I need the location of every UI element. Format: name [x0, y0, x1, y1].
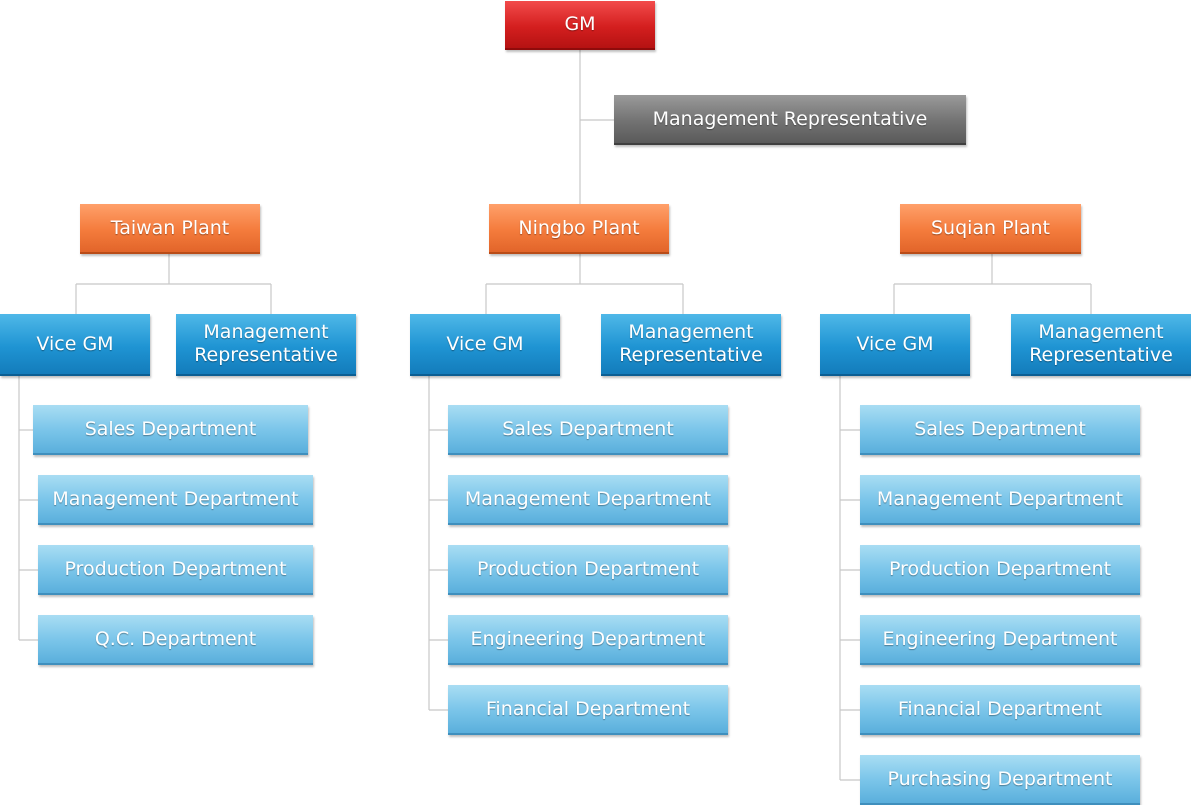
ningbo-plant-management-representative-box-label: Management Representative [619, 321, 763, 366]
suqian-plant-vice-gm-box: Vice GM [820, 314, 970, 376]
taiwan-plant-q-c-department-box-label: Q.C. Department [94, 627, 257, 650]
suqian-plant-box: Suqian Plant [900, 204, 1081, 254]
suqian-plant-production-department-box: Production Department [860, 545, 1140, 595]
suqian-plant-management-department-box: Management Department [860, 475, 1140, 525]
ningbo-plant-engineering-department-box-label: Engineering Department [470, 627, 706, 650]
taiwan-plant-vice-gm-box: Vice GM [0, 314, 150, 376]
taiwan-plant-vice-gm-box-label: Vice GM [36, 332, 114, 355]
suqian-plant-management-representative-box-label: Management Representative [1029, 321, 1173, 366]
suqian-plant-management-department-box-label: Management Department [876, 487, 1124, 510]
suqian-plant-purchasing-department-box: Purchasing Department [860, 755, 1140, 805]
ningbo-plant-financial-department-box: Financial Department [448, 685, 728, 735]
management-representative-box: Management Representative [614, 95, 966, 145]
suqian-plant-box-label: Suqian Plant [930, 216, 1051, 239]
suqian-plant-engineering-department-box-label: Engineering Department [882, 627, 1118, 650]
suqian-plant-engineering-department-box: Engineering Department [860, 615, 1140, 665]
ningbo-plant-vice-gm-box-label: Vice GM [446, 332, 524, 355]
suqian-plant-management-representative-box: Management Representative [1011, 314, 1191, 376]
suqian-plant-purchasing-department-box-label: Purchasing Department [887, 767, 1113, 790]
ningbo-plant-management-department-box-label: Management Department [464, 487, 712, 510]
taiwan-plant-production-department-box: Production Department [38, 545, 313, 595]
ningbo-plant-production-department-box-label: Production Department [476, 557, 700, 580]
ningbo-plant-engineering-department-box: Engineering Department [448, 615, 728, 665]
suqian-plant-production-department-box-label: Production Department [888, 557, 1112, 580]
taiwan-plant-sales-department-box: Sales Department [33, 405, 308, 455]
suqian-plant-sales-department-box-label: Sales Department [914, 417, 1086, 440]
suqian-plant-financial-department-box: Financial Department [860, 685, 1140, 735]
ningbo-plant-box: Ningbo Plant [489, 204, 669, 254]
taiwan-plant-management-department-box-label: Management Department [52, 487, 299, 510]
taiwan-plant-management-representative-box: Management Representative [176, 314, 356, 376]
ningbo-plant-financial-department-box-label: Financial Department [485, 697, 691, 720]
ningbo-plant-box-label: Ningbo Plant [518, 216, 640, 239]
taiwan-plant-box: Taiwan Plant [80, 204, 260, 254]
suqian-plant-financial-department-box-label: Financial Department [897, 697, 1103, 720]
gm-box: GM [505, 1, 655, 50]
taiwan-plant-sales-department-box-label: Sales Department [84, 417, 257, 440]
ningbo-plant-management-representative-box: Management Representative [601, 314, 781, 376]
taiwan-plant-management-representative-box-label: Management Representative [194, 321, 338, 366]
taiwan-plant-production-department-box-label: Production Department [64, 557, 287, 580]
ningbo-plant-production-department-box: Production Department [448, 545, 728, 595]
ningbo-plant-vice-gm-box: Vice GM [410, 314, 560, 376]
taiwan-plant-management-department-box: Management Department [38, 475, 313, 525]
gm-label: GM [564, 13, 596, 35]
management-representative-label: Management Representative [652, 107, 928, 130]
taiwan-plant-q-c-department-box: Q.C. Department [38, 615, 313, 665]
suqian-plant-vice-gm-box-label: Vice GM [856, 332, 934, 355]
ningbo-plant-management-department-box: Management Department [448, 475, 728, 525]
ningbo-plant-sales-department-box: Sales Department [448, 405, 728, 455]
suqian-plant-sales-department-box: Sales Department [860, 405, 1140, 455]
ningbo-plant-sales-department-box-label: Sales Department [502, 417, 674, 440]
taiwan-plant-box-label: Taiwan Plant [110, 216, 230, 239]
